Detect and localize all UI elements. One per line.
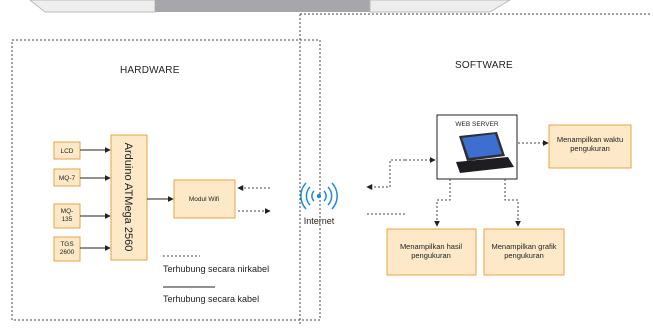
web-server-label: WEB SERVER (455, 121, 499, 128)
wifi-module: Modul Wifi (173, 179, 236, 219)
hardware-title: HARDWARE (120, 65, 180, 76)
software-title: SOFTWARE (455, 60, 513, 71)
laptop-icon (456, 132, 514, 173)
internet-icon (300, 182, 338, 210)
legend-wired-label: Terhubung secara kabel (163, 294, 259, 304)
sensor-lcd-label: LCD (60, 148, 73, 155)
legend: Terhubung secara nirkabel Terhubung seca… (163, 255, 269, 304)
top-tab-decoration (29, 0, 511, 13)
sensor-mq7-label: MQ-7 (59, 175, 76, 182)
sensor-mq7: MQ-7 (53, 168, 81, 187)
mcu-block: Arduino ATMega 2560 (110, 134, 148, 261)
arrow-server-to-results (434, 179, 451, 227)
arrow-server-to-internet (366, 159, 405, 190)
sensor-mq135-label: MQ-135 (61, 208, 74, 223)
internet-label: Internet (304, 216, 335, 226)
arrow-server-to-graph (504, 179, 521, 227)
legend-wireless-label: Terhubung secara nirkabel (163, 264, 269, 274)
web-server: WEB SERVER (436, 114, 518, 180)
sensor-mq135: MQ-135 (53, 203, 81, 229)
wifi-module-label: Modul Wifi (189, 196, 219, 203)
mcu-label: Arduino ATMega 2560 (122, 143, 134, 252)
hardware-container (11, 39, 321, 321)
sensor-lcd: LCD (53, 141, 81, 160)
